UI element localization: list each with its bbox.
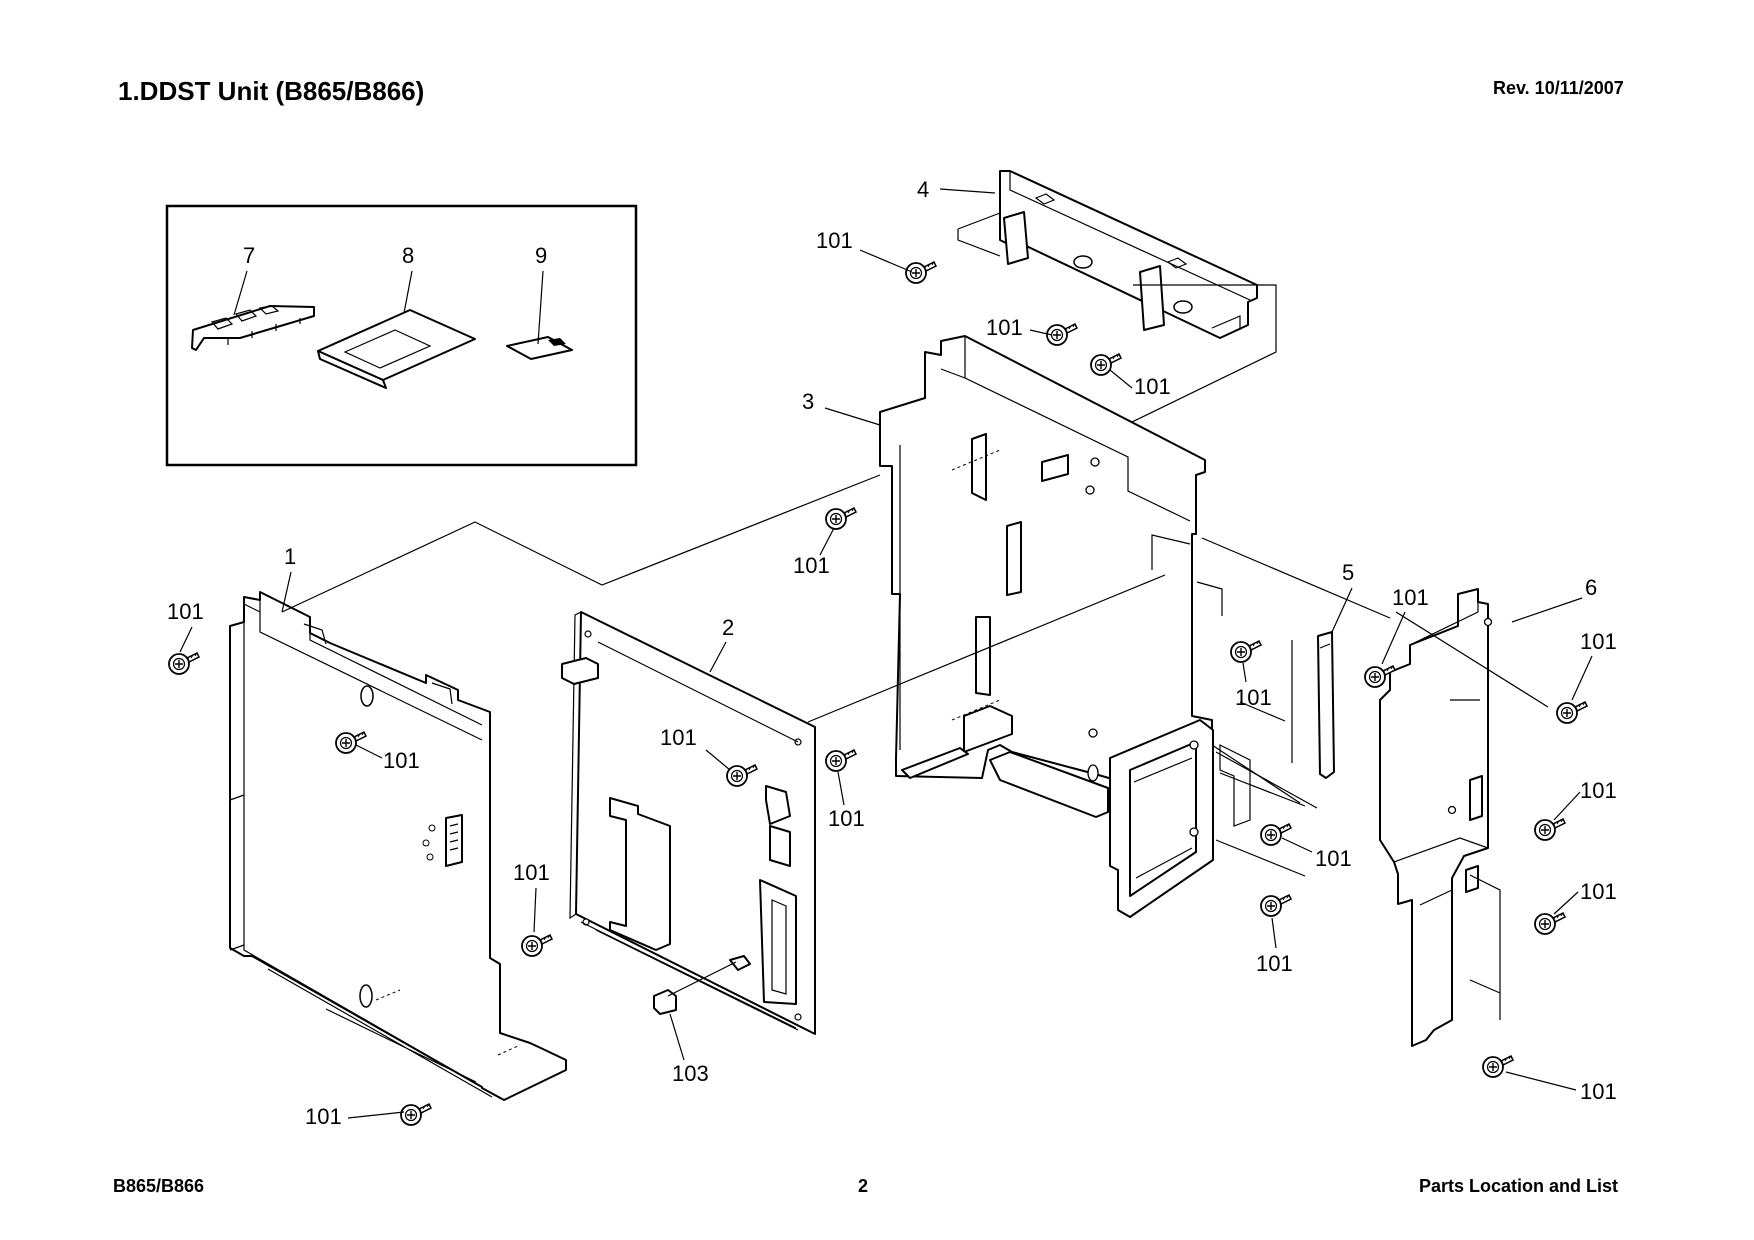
callout-101: 101 [383,748,420,773]
callout-101: 101 [1580,1079,1617,1104]
callout-5: 5 [1342,560,1354,585]
part-8-manual: 8 [317,243,476,389]
screw-101 [168,652,200,675]
part-5-strip: 5 [1291,560,1354,779]
mounting-frame [1109,581,1251,918]
screw-101 [905,261,937,284]
screw-101 [1260,894,1292,917]
callout-101: 101 [1256,951,1293,976]
footer-page-number: 2 [858,1176,869,1196]
callout-101: 101 [1580,879,1617,904]
leader-2 [709,641,727,673]
screw-101 [1482,1055,1514,1078]
accessory-inset-box [165,204,638,467]
callout-4: 4 [917,177,929,202]
part-3-main-frame: 3 [802,335,1213,818]
screw-101 [1090,353,1122,376]
callout-101: 101 [1315,846,1352,871]
callout-2: 2 [722,615,734,640]
part-6-right-panel: 6 [1379,575,1597,1047]
callout-9: 9 [535,243,547,268]
callout-101: 101 [816,228,853,253]
part-103-connector: 103 [653,961,737,1086]
leader-8 [403,270,413,314]
part-4-top-bracket: 4 [917,170,1258,339]
assembly-guide-lines [281,449,1549,1056]
screw-101 [400,1103,432,1126]
leader-4 [939,188,996,194]
callout-3: 3 [802,389,814,414]
callout-101: 101 [1392,585,1429,610]
callout-101: 101 [793,553,830,578]
callout-101: 101 [828,806,865,831]
callout-101: 101 [660,725,697,750]
page-title: 1.DDST Unit (B865/B866) [118,76,425,106]
callout-101: 101 [1580,778,1617,803]
leader-3 [824,407,881,426]
part-2-circuit-board: 2 [561,611,816,1035]
revision-date: Rev. 10/11/2007 [1493,78,1624,98]
leader-9 [537,270,544,345]
screw-101 [1260,823,1292,846]
callout-101: 101 [513,860,550,885]
part-7-cover: 7 [191,243,315,351]
screw-callouts: 101 101 101 101 101 101 101 101 101 101 … [167,228,1617,1129]
callout-101: 101 [986,315,1023,340]
leader-1 [281,571,292,613]
callout-8: 8 [402,243,414,268]
callout-6: 6 [1585,575,1597,600]
leader-6 [1511,597,1583,623]
callout-101: 101 [1134,374,1171,399]
callout-103: 103 [672,1061,709,1086]
part-9-label: 9 [506,243,573,360]
screw-101 [521,934,553,957]
screw-101 [1230,640,1262,663]
callout-1: 1 [284,544,296,569]
screw-101 [825,507,857,530]
footer-model: B865/B866 [113,1176,205,1196]
leader-7 [233,270,248,316]
callout-101: 101 [1580,629,1617,654]
leader-5 [1331,587,1353,633]
leader-103 [669,1013,685,1061]
screw-101 [1534,912,1566,935]
callout-101: 101 [167,599,204,624]
screw-101 [1534,818,1566,841]
screw-101 [825,749,857,772]
footer-section: Parts Location and List [1419,1176,1619,1196]
callout-101: 101 [305,1104,342,1129]
callout-7: 7 [243,243,255,268]
screw-101 [1556,701,1588,724]
part-1-left-cover: 1 [229,544,567,1101]
callout-101: 101 [1235,685,1272,710]
